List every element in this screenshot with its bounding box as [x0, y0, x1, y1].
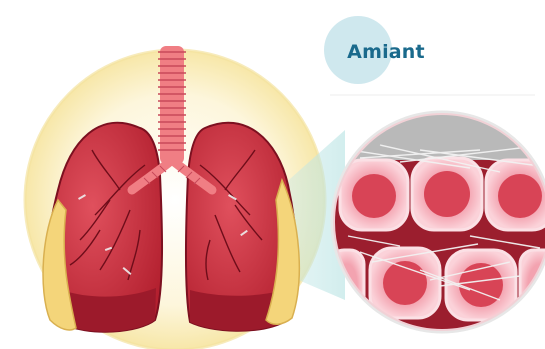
page-title: Amiant [324, 22, 448, 82]
cell-row-top [340, 158, 545, 230]
trachea [158, 46, 186, 164]
zoom-circle [330, 110, 545, 340]
